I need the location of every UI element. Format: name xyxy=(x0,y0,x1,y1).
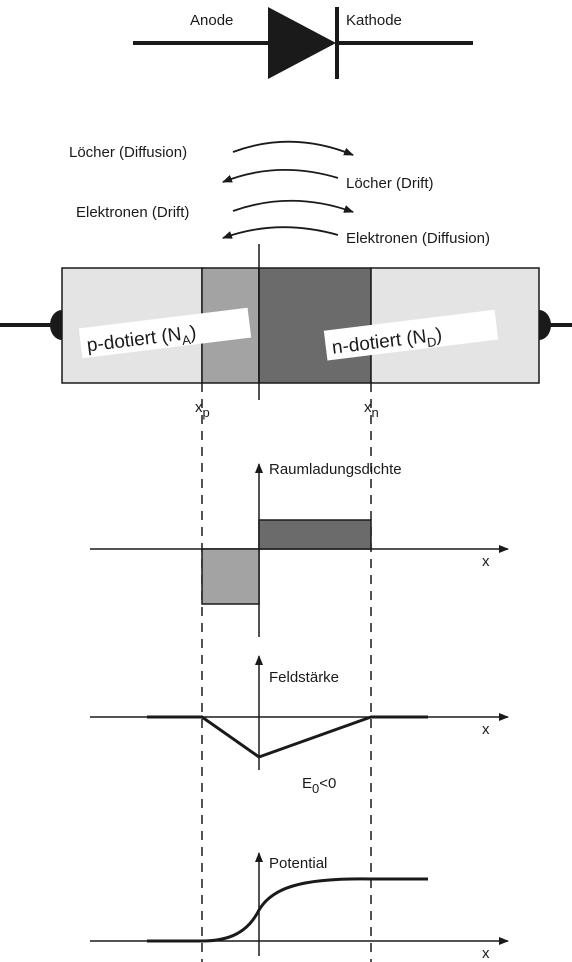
field-x-label: x xyxy=(482,721,490,738)
n-depletion xyxy=(258,267,372,384)
anode-label: Anode xyxy=(190,12,233,29)
charge-title: Raumladungsdichte xyxy=(269,461,402,478)
potential-x-label: x xyxy=(482,945,490,962)
potential-plot: Potential x xyxy=(90,852,509,962)
n-label-background xyxy=(323,309,499,361)
p-label-background xyxy=(78,307,252,359)
holes-drift-arrow xyxy=(222,169,339,183)
field-strength-plot: Feldstärke x E0<0 xyxy=(90,655,509,796)
charge-x-label: x xyxy=(482,553,490,570)
holes-diffusion-label: Löcher (Diffusion) xyxy=(69,144,187,161)
field-title: Feldstärke xyxy=(269,669,339,686)
carrier-flows: Löcher (Diffusion) Löcher (Drift) Elektr… xyxy=(69,140,490,247)
positive-charge-block xyxy=(258,519,372,550)
negative-charge-block xyxy=(201,548,260,605)
field-curve xyxy=(147,715,428,759)
electrons-drift-label: Elektronen (Drift) xyxy=(76,204,189,221)
junction-block: p-dotiert (NA) n-dotiert (ND) xp xn xyxy=(0,244,572,420)
charge-density-plot: Raumladungsdichte x xyxy=(90,461,509,637)
potential-curve xyxy=(147,877,428,943)
electrons-diffusion-label: Elektronen (Diffusion) xyxy=(346,230,490,247)
diode-triangle xyxy=(268,7,336,79)
field-min-annotation: E0<0 xyxy=(302,775,336,796)
electrons-diffusion-arrow xyxy=(222,226,339,239)
kathode-label: Kathode xyxy=(346,12,402,29)
holes-diffusion-arrow xyxy=(232,140,354,156)
contact-left xyxy=(50,310,62,340)
contact-right xyxy=(539,310,551,340)
potential-title: Potential xyxy=(269,855,327,872)
xp-label: xp xyxy=(195,399,210,420)
holes-drift-label: Löcher (Drift) xyxy=(346,175,434,192)
diode-symbol: Anode Kathode xyxy=(133,7,473,79)
electrons-drift-arrow xyxy=(232,199,354,213)
xn-label: xn xyxy=(364,399,379,420)
